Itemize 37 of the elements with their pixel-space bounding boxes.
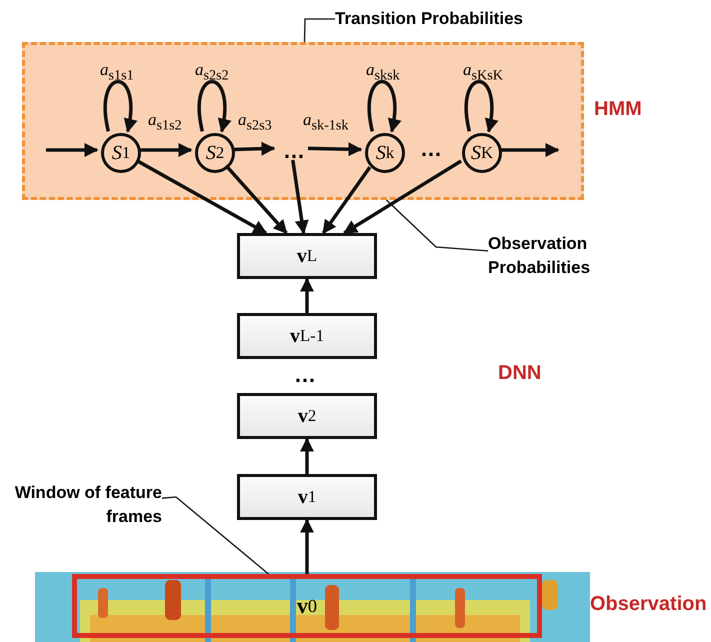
edge-label: a$_{sk-1sk}$ xyxy=(303,110,348,134)
callout-text: Observation Probabilities xyxy=(488,232,623,280)
arrow xyxy=(46,143,98,157)
arrow xyxy=(322,166,372,234)
self-loop-arrow xyxy=(368,80,401,133)
callout-text: Window of feature frames xyxy=(10,480,162,530)
arrow xyxy=(300,438,314,474)
arrow xyxy=(500,143,560,157)
arrow xyxy=(139,143,192,157)
self-loop-arrow xyxy=(104,80,137,133)
leader-line xyxy=(304,18,335,42)
section-label: Observation xyxy=(590,593,707,616)
edge-label: a$_{sksk}$ xyxy=(366,60,400,84)
ellipsis: … xyxy=(420,136,442,162)
arrow xyxy=(135,158,268,235)
arrow xyxy=(232,142,276,156)
ellipsis: … xyxy=(294,362,316,388)
leader-line xyxy=(386,200,488,252)
arrow xyxy=(300,518,314,574)
arrow xyxy=(343,160,462,234)
edge-label: a$_{s1s1}$ xyxy=(100,60,134,84)
arrow xyxy=(224,164,288,234)
arrow xyxy=(300,278,314,313)
arrow xyxy=(308,142,362,156)
edge-label: a$_{s2s3}$ xyxy=(238,110,272,134)
callout-text: Transition Probabilities xyxy=(335,6,530,32)
edge-label: a$_{s2s2}$ xyxy=(195,60,229,84)
ellipsis: … xyxy=(277,139,311,163)
dashed-region-box xyxy=(22,42,584,200)
self-loop-arrow xyxy=(198,80,231,133)
edge-label: a$_{sKsK}$ xyxy=(463,60,503,84)
section-label: DNN xyxy=(498,362,542,385)
edge-label: a$_{s1s2}$ xyxy=(148,110,182,134)
leader-line xyxy=(162,496,269,574)
self-loop-arrow xyxy=(464,80,498,133)
section-label: HMM xyxy=(594,98,642,121)
arrow xyxy=(291,160,309,234)
